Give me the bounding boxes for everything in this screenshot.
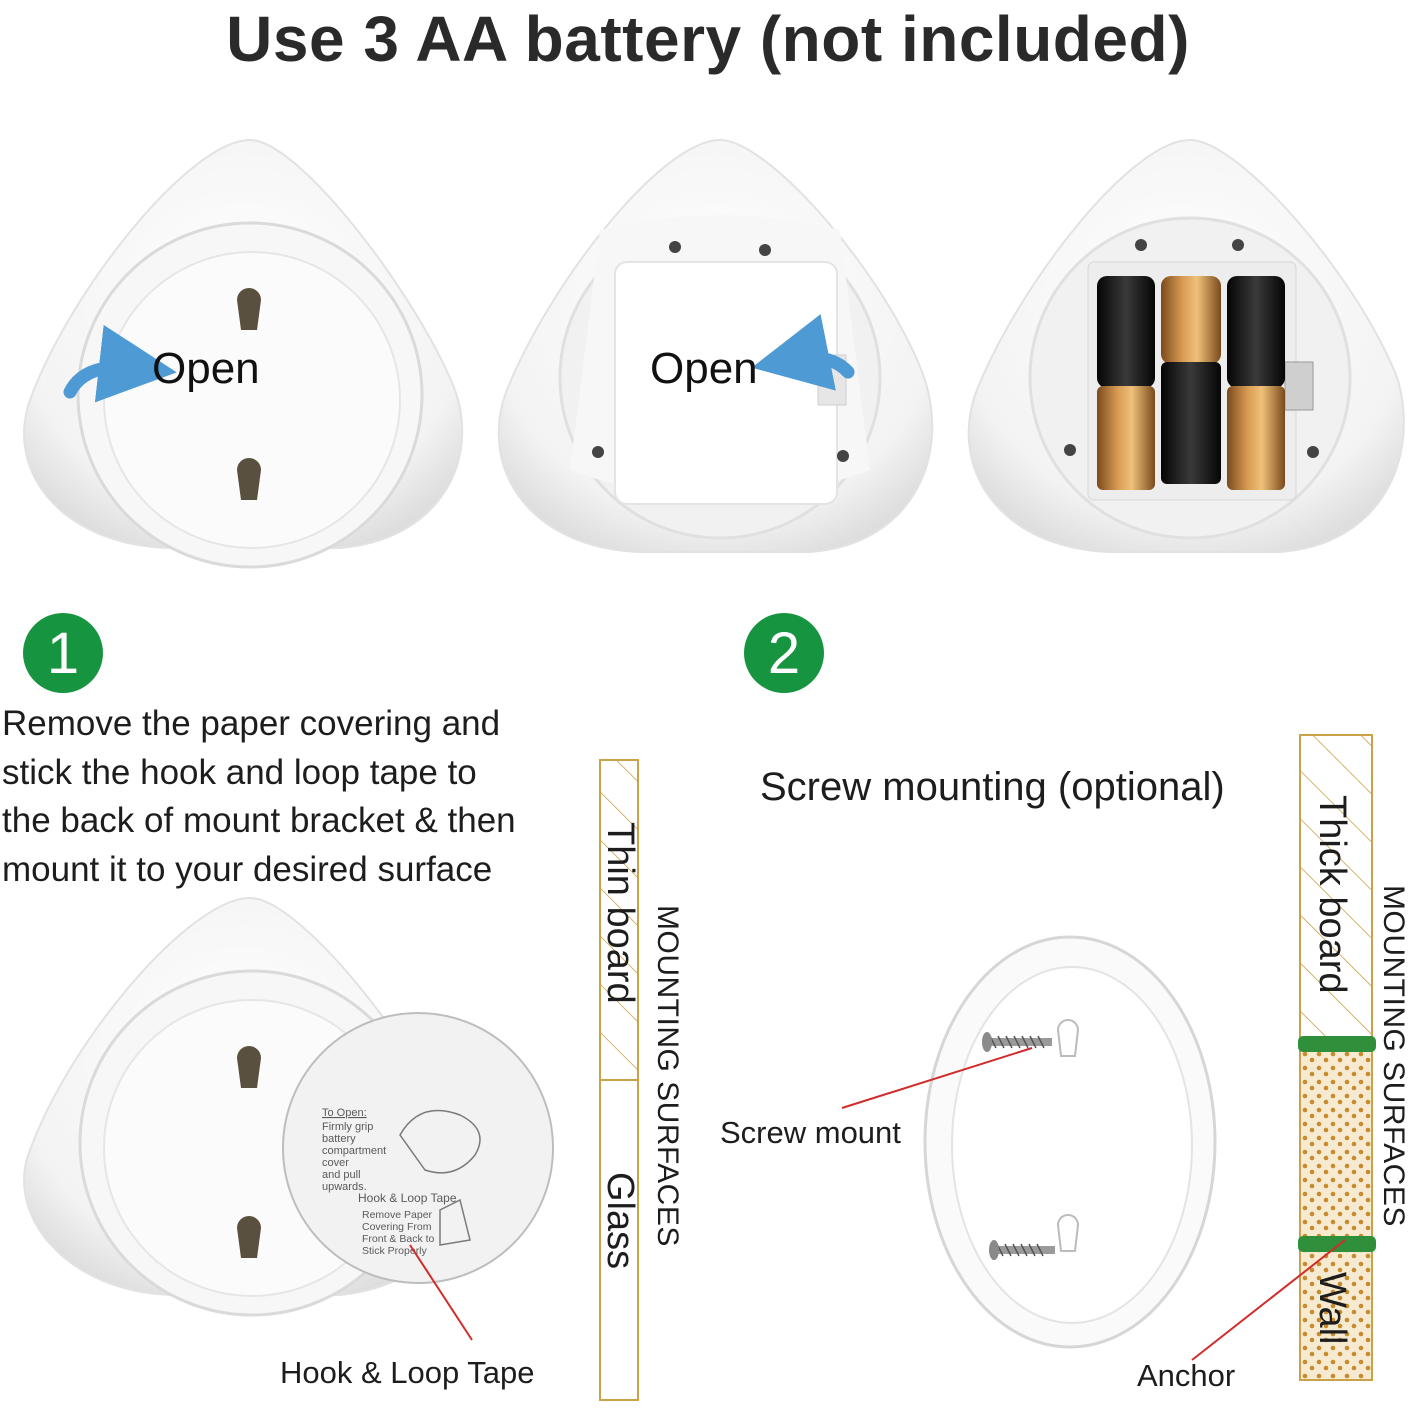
tape-print-open-heading: To Open: xyxy=(322,1107,367,1119)
tape-print-line: compartment xyxy=(322,1145,386,1157)
page-title: Use 3 AA battery (not included) xyxy=(226,3,1190,75)
device-back-cover-panel xyxy=(23,138,464,569)
screw-bottom xyxy=(989,1240,1055,1260)
thin-board-surface xyxy=(599,759,639,1081)
mounting-surfaces-label: MOUNTING SURFACES xyxy=(651,905,684,1247)
tape-instruction-sketch xyxy=(399,1109,481,1174)
tape-print-line: Firmly grip xyxy=(322,1121,373,1133)
open-label: Open xyxy=(650,344,758,393)
tape-callout-line xyxy=(409,1244,473,1341)
battery-right xyxy=(1227,276,1285,490)
instruction-line: Remove the paper covering and xyxy=(2,704,501,743)
tape-print-line: and pull xyxy=(322,1169,361,1181)
tape-print-line: cover xyxy=(322,1157,349,1169)
battery-left xyxy=(1097,276,1155,490)
step-1-instructions: Remove the paper covering and stick the … xyxy=(2,700,592,894)
anchor-bottom xyxy=(1298,1236,1376,1252)
device-battery-cover-panel xyxy=(497,138,934,553)
device-with-tape: To Open: Firmly grip battery compartment… xyxy=(23,896,554,1341)
thick-board-label: Thick board xyxy=(1311,795,1353,994)
tape-print-line: Remove Paper xyxy=(362,1209,433,1221)
battery-middle xyxy=(1161,276,1221,484)
instruction-line: mount it to your desired surface xyxy=(2,849,493,889)
instruction-line: stick the hook and loop tape to xyxy=(2,752,477,792)
screw-callout-line xyxy=(841,1047,1033,1109)
tape-print-line: upwards. xyxy=(322,1181,367,1193)
screw-mounting-heading: Screw mounting (optional) xyxy=(760,765,1225,809)
glass-surface xyxy=(599,1079,639,1401)
hook-loop-tape-callout: Hook & Loop Tape xyxy=(280,1355,535,1390)
anchor-callout: Anchor xyxy=(1137,1358,1236,1393)
glass-label: Glass xyxy=(599,1172,641,1270)
open-arrow-icon xyxy=(63,324,177,403)
screw-mount-callout: Screw mount xyxy=(720,1115,901,1150)
step-1-badge: 1 xyxy=(23,613,103,693)
mount-bracket xyxy=(841,935,1217,1349)
anchor-top xyxy=(1298,1036,1376,1052)
instruction-line: the back of mount bracket & then xyxy=(2,801,516,840)
tape-print-line: Covering From xyxy=(362,1221,432,1233)
screw-top xyxy=(982,1032,1052,1052)
open-label: Open xyxy=(152,344,260,393)
anchor-callout-line xyxy=(1191,1239,1346,1361)
step-2-badge: 2 xyxy=(744,613,824,693)
hook-loop-tape-disc xyxy=(282,1012,554,1284)
tape-print-line: battery xyxy=(322,1133,356,1145)
mounting-surfaces-label: MOUNTING SURFACES xyxy=(1377,885,1410,1227)
tape-print-heading: Hook & Loop Tape xyxy=(358,1191,457,1205)
wall-label: Wall xyxy=(1311,1272,1353,1345)
tape-print-line: Front & Back to xyxy=(362,1233,435,1245)
device-batteries-panel xyxy=(967,138,1405,553)
thin-board-label: Thin board xyxy=(599,822,641,1004)
thick-board-surface xyxy=(1299,734,1373,1046)
open-arrow-icon xyxy=(751,314,855,391)
